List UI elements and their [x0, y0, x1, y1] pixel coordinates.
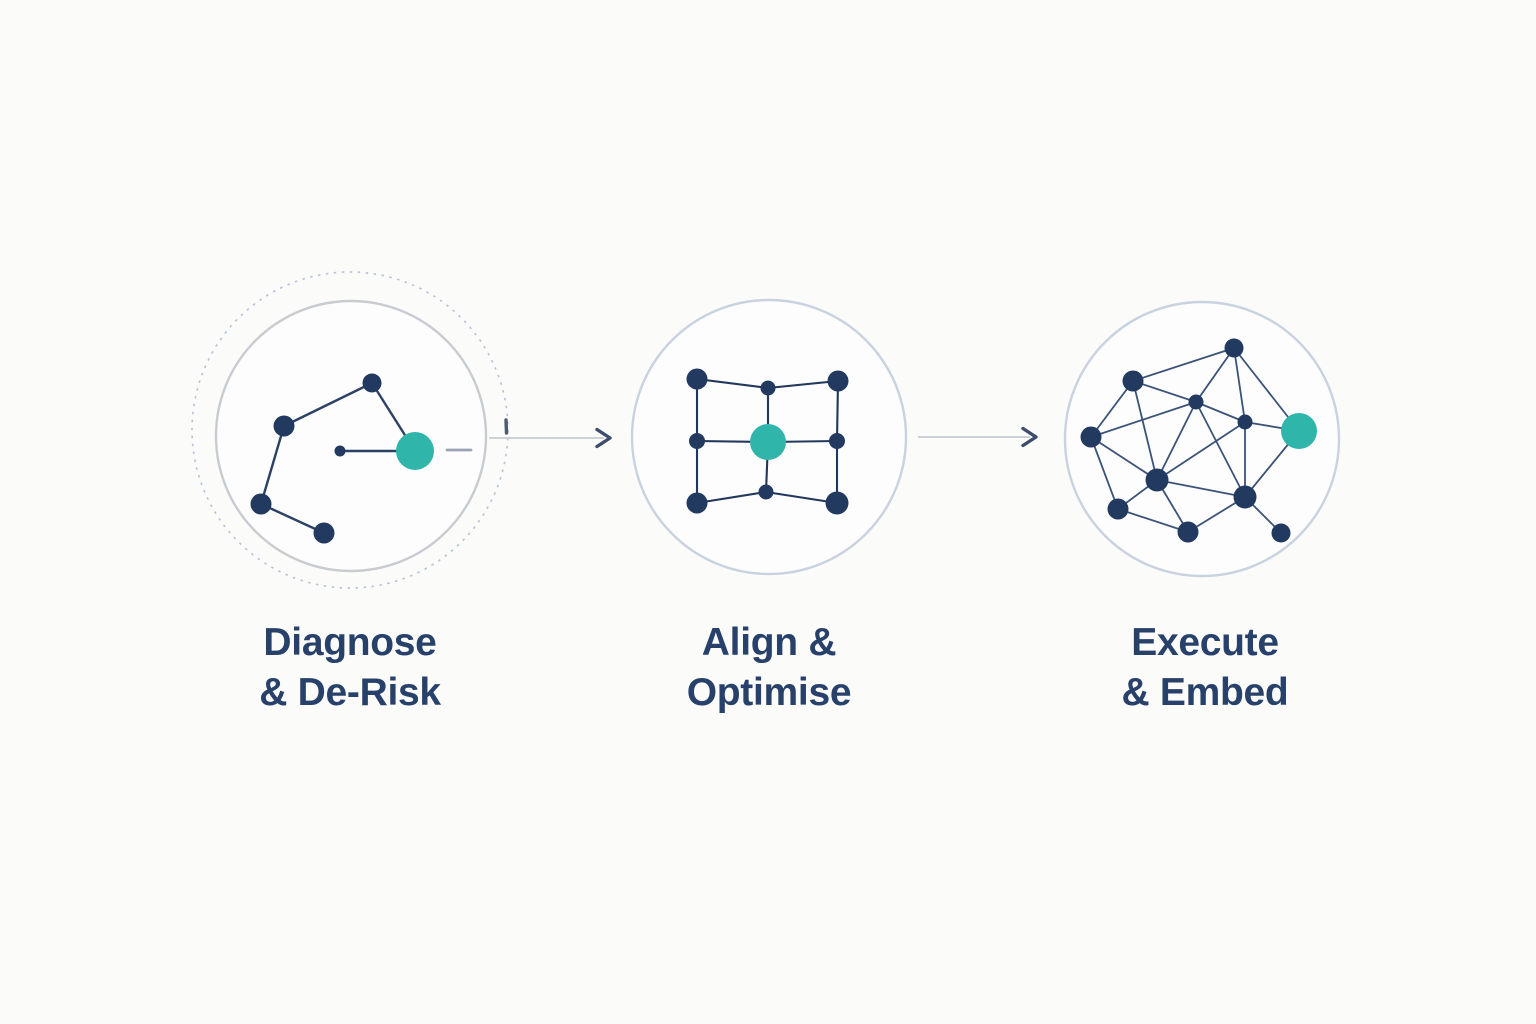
network-edge — [1132, 347, 1235, 382]
stage-label-line-1: Align & — [701, 621, 837, 664]
network-edge — [283, 381, 373, 428]
stage-label-align-optimise: Align & Optimise — [549, 618, 989, 718]
flow-arrow — [489, 427, 612, 449]
flow-arrow — [918, 426, 1038, 448]
network-edge — [1156, 479, 1246, 498]
stage-label-line-2: & Embed — [1121, 671, 1289, 714]
network-edge — [1090, 436, 1119, 510]
stage-graphic-align-optimise — [630, 298, 908, 576]
network-edge — [1090, 380, 1134, 438]
network-node — [758, 484, 774, 500]
network-edge — [767, 379, 839, 390]
network-edge — [696, 377, 769, 390]
ring-dash-mark — [504, 418, 509, 435]
arrow-head-icon — [595, 427, 612, 449]
stage-label-line-1: Diagnose — [263, 621, 437, 664]
network-edge — [260, 502, 325, 535]
network-node — [686, 492, 708, 514]
stage-circle — [214, 299, 488, 573]
stage-label-line-2: & De-Risk — [259, 671, 441, 714]
network-edge — [1233, 347, 1246, 423]
network-edge — [1156, 401, 1197, 481]
network-node — [1224, 338, 1244, 358]
network-node — [825, 491, 849, 515]
network-node — [829, 433, 845, 449]
network-node — [1237, 414, 1253, 430]
network-node — [250, 493, 272, 515]
network-node — [1188, 394, 1204, 410]
network-node — [760, 380, 776, 396]
network-edge — [1132, 380, 1158, 481]
network-edge — [1195, 401, 1246, 423]
network-node-highlight — [1281, 413, 1317, 449]
network-node-highlight — [750, 424, 786, 460]
stage-circle — [1063, 300, 1341, 578]
network-node — [1122, 370, 1144, 392]
network-node-highlight — [396, 432, 434, 470]
network-edge — [1090, 401, 1197, 438]
stage-graphic-execute-embed — [1063, 300, 1341, 578]
network-node — [1233, 485, 1257, 509]
network-edge — [1195, 347, 1235, 403]
network-node — [1107, 498, 1129, 520]
network-node — [1271, 523, 1291, 543]
stage-graphic-diagnose-de-risk — [191, 271, 509, 589]
network-node — [273, 415, 295, 437]
network-edge — [1132, 380, 1197, 403]
network-edge — [1195, 401, 1246, 498]
network-node — [1145, 468, 1169, 492]
stage-label-execute-embed: Execute & Embed — [985, 618, 1425, 718]
network-edge — [1090, 436, 1158, 481]
network-node — [686, 368, 708, 390]
network-node — [334, 445, 346, 457]
network-node — [827, 370, 849, 392]
stage-label-line-2: Optimise — [686, 671, 852, 714]
network-edge — [696, 490, 767, 505]
network-node — [313, 522, 335, 544]
network-edge — [1117, 508, 1189, 533]
network-edge — [259, 425, 286, 505]
network-node — [1177, 521, 1199, 543]
stage-label-line-1: Execute — [1131, 621, 1279, 664]
stage-label-diagnose-de-risk: Diagnose & De-Risk — [130, 618, 570, 718]
arrow-head-icon — [1021, 426, 1038, 448]
network-edge — [765, 490, 838, 505]
network-node — [362, 373, 382, 393]
network-node — [689, 433, 705, 449]
network-edge — [1156, 421, 1246, 481]
network-node — [1080, 426, 1102, 448]
